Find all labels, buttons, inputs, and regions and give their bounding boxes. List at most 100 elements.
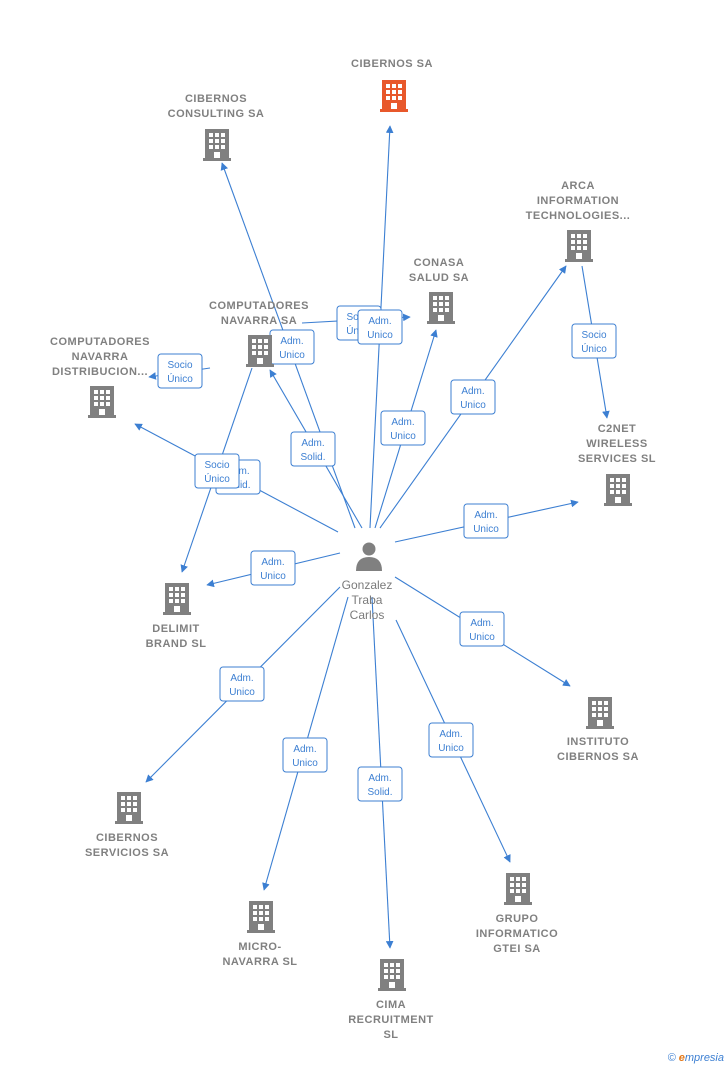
- relation-badge-arca[interactable]: Adm.Unico: [450, 379, 496, 415]
- person-icon: [356, 542, 382, 571]
- company-label: CONASA: [414, 257, 465, 269]
- relation-badge-comp-navarra-adm[interactable]: Adm. Unico: [269, 329, 315, 365]
- edge-label-text: Adm.: [368, 773, 391, 784]
- company-node-arca[interactable]: ARCAINFORMATIONTECHNOLOGIES...: [526, 180, 631, 262]
- edge-label-text: Unico: [460, 400, 486, 411]
- company-label: DELIMIT: [152, 623, 200, 635]
- edge-label-text: Unico: [473, 524, 499, 535]
- edge-label-text: Socio: [581, 330, 606, 341]
- edge-label-box: [290, 431, 336, 467]
- company-label: SERVICES SL: [578, 453, 656, 465]
- edge-label-text: Unico: [229, 687, 255, 698]
- building-icon: [203, 129, 231, 161]
- building-icon: [565, 230, 593, 262]
- edge-label-text: Adm.: [280, 336, 303, 347]
- edge-label-text: Solid.: [367, 787, 392, 798]
- company-node-cima[interactable]: CIMA RECRUITMENT SL: [348, 959, 434, 1041]
- edges: [134, 125, 610, 949]
- company-node-grupo[interactable]: GRUPO INFORMATICO GTEI SA: [476, 873, 558, 955]
- edge-label-text: Unico: [469, 632, 495, 643]
- relation-badge-cibernos-servicios[interactable]: Adm.Unico: [219, 666, 265, 702]
- edge-label-box: [250, 550, 296, 586]
- building-icon: [604, 474, 632, 506]
- edge-label-text: Adm.: [301, 438, 324, 449]
- company-label: INFORMATICO: [476, 928, 558, 940]
- edge-label-text: Socio: [167, 360, 192, 371]
- relation-badge-c2net[interactable]: Adm.Unico: [463, 503, 509, 539]
- company-label: COMPUTADORES: [50, 336, 150, 348]
- edge-label-text: Solid.: [300, 452, 325, 463]
- company-label: INSTITUTO: [567, 736, 629, 748]
- company-label: GRUPO: [496, 913, 539, 925]
- company-label: CIBERNOS: [96, 832, 158, 844]
- company-label: CIMA: [376, 999, 406, 1011]
- copyright-symbol: ©: [667, 1052, 676, 1064]
- company-label: SL: [383, 1029, 398, 1041]
- company-node-cibernos-servicios[interactable]: CIBERNOS SERVICIOS SA: [85, 792, 169, 859]
- company-label: DISTRIBUCION...: [52, 366, 148, 378]
- company-node-cibernos[interactable]: CIBERNOS SA: [351, 58, 433, 112]
- building-icon: [115, 792, 143, 824]
- relation-badge-delimit[interactable]: Adm. Unico: [250, 550, 296, 586]
- company-label: SERVICIOS SA: [85, 847, 169, 859]
- person-name: Gonzalez: [342, 578, 393, 592]
- edge-label-text: Unico: [390, 431, 416, 442]
- building-icon: [380, 80, 408, 112]
- company-label: COMPUTADORES: [209, 300, 309, 312]
- relation-badge-conasa[interactable]: Adm.Unico: [357, 309, 403, 345]
- relation-badge-conasa[interactable]: Adm. Unico: [380, 410, 426, 446]
- company-label: NAVARRA SL: [222, 956, 297, 968]
- company-label: NAVARRA SA: [221, 315, 297, 327]
- edge-label-text: Unico: [438, 743, 464, 754]
- edge-label-text: Unico: [279, 350, 305, 361]
- company-node-micro-navarra[interactable]: MICRO- NAVARRA SL: [222, 901, 297, 968]
- edge-label-box: [357, 309, 403, 345]
- edge-label-text: Socio: [204, 460, 229, 471]
- company-label: MICRO-: [238, 941, 281, 953]
- company-label: GTEI SA: [493, 943, 541, 955]
- company-node-comp-navarra[interactable]: COMPUTADORES NAVARRA SA: [209, 300, 309, 367]
- relation-badge-micro-navarra[interactable]: Adm.Unico: [282, 737, 328, 773]
- relation-badge-instituto[interactable]: Adm. Unico: [459, 611, 505, 647]
- edge-label-box: [428, 722, 474, 758]
- building-icon: [378, 959, 406, 991]
- company-label: CIBERNOS: [185, 93, 247, 105]
- edge-label-text: Adm.: [261, 557, 284, 568]
- company-node-conasa[interactable]: CONASA SALUD SA: [409, 257, 469, 324]
- brand-name: mpresia: [684, 1052, 724, 1064]
- edge-label-text: Unico: [260, 571, 286, 582]
- building-icon: [247, 901, 275, 933]
- edge-label-text: Adm.: [391, 417, 414, 428]
- building-icon: [427, 292, 455, 324]
- edge-label-text: Unico: [292, 758, 318, 769]
- company-label: ARCA: [561, 180, 595, 192]
- company-label: RECRUITMENT: [348, 1014, 434, 1026]
- edge-label-box: [194, 453, 240, 489]
- person-name: Traba: [352, 593, 383, 607]
- edge-label-text: Adm.: [470, 618, 493, 629]
- relation-badge-cima[interactable]: Adm. Solid.: [357, 766, 403, 802]
- brand-initial: e: [678, 1052, 685, 1064]
- company-node-comp-navarra-dist[interactable]: COMPUTADORESNAVARRADISTRIBUCION...: [50, 336, 150, 418]
- company-label: SALUD SA: [409, 272, 469, 284]
- edge-label-text: Único: [204, 472, 230, 485]
- relation-badge-grupo[interactable]: Adm. Unico: [428, 722, 474, 758]
- edge-label-text: Único: [581, 342, 607, 355]
- building-icon: [504, 873, 532, 905]
- edge-label-text: Adm.: [439, 729, 462, 740]
- company-label: INFORMATION: [537, 195, 619, 207]
- company-label: CIBERNOS SA: [351, 58, 433, 70]
- edge-label-text: Unico: [367, 330, 393, 341]
- building-icon: [163, 583, 191, 615]
- edge-label-box: [357, 766, 403, 802]
- relation-badge-comp-navarra[interactable]: Adm. Solid.: [290, 431, 336, 467]
